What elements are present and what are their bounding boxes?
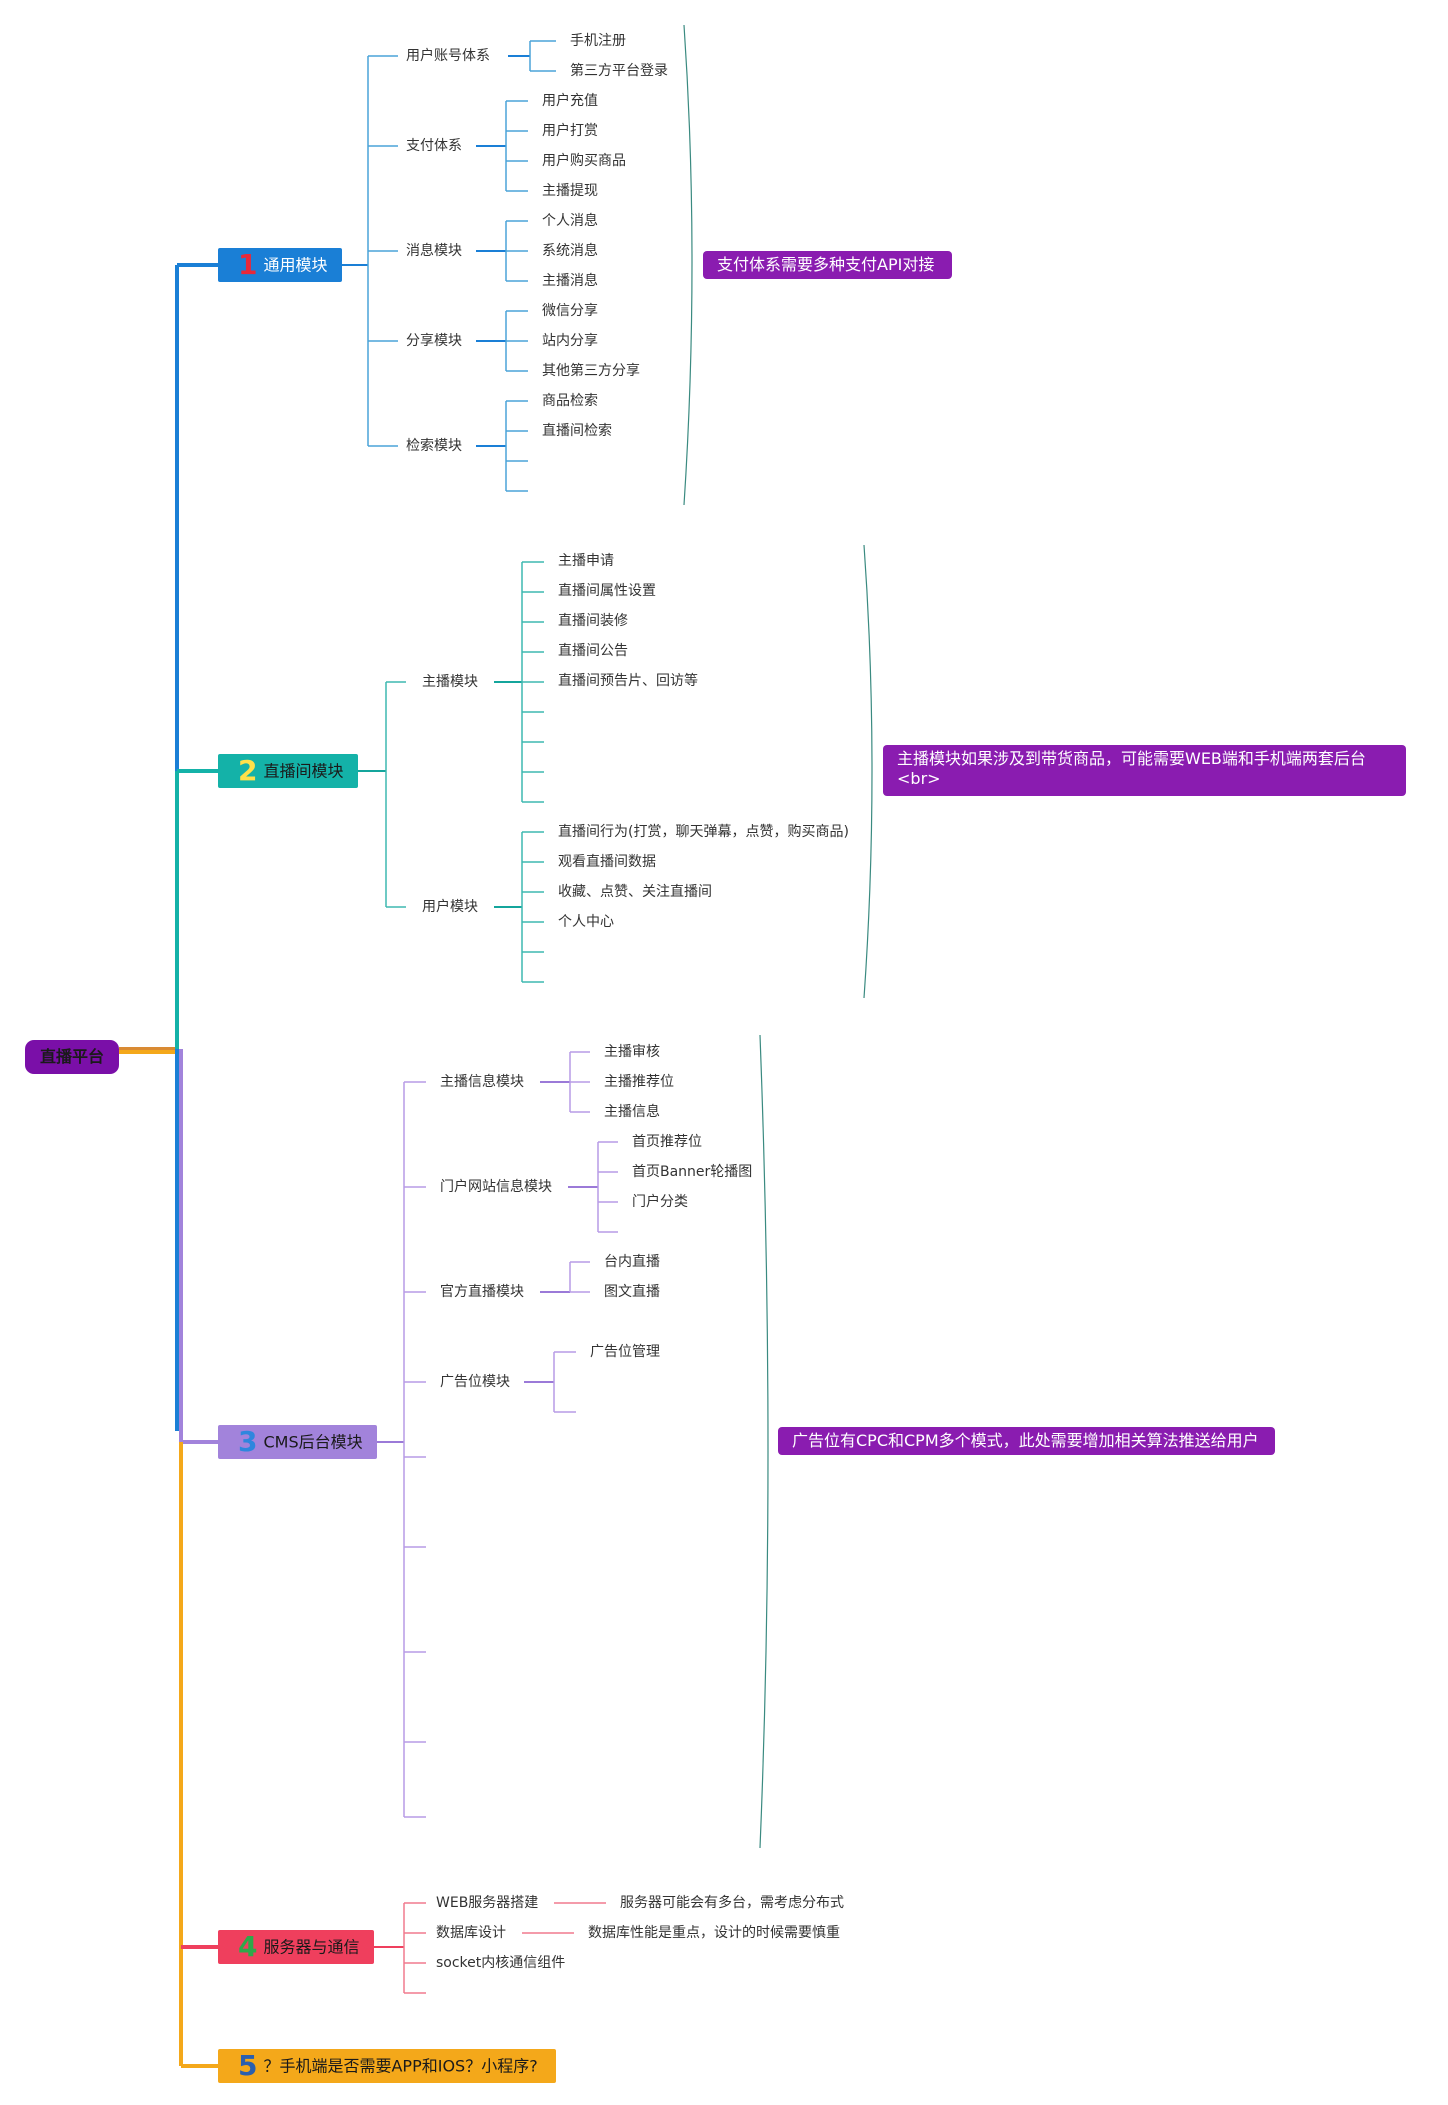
- connector-line-68: [863, 544, 873, 999]
- leaf-3-2-2[interactable]: 首页Banner轮播图: [632, 1164, 753, 1180]
- leaf-2-2-4[interactable]: 个人中心: [558, 914, 614, 930]
- branch-4-label: 服务器与通信: [263, 1937, 360, 1957]
- leaf-1-2-2[interactable]: 用户打赏: [542, 123, 598, 139]
- leaf-1-3-3[interactable]: 主播消息: [542, 273, 598, 289]
- sub-2-1[interactable]: 主播模块: [422, 674, 478, 690]
- leaf-1-2-3[interactable]: 用户购买商品: [542, 153, 626, 169]
- branch-1-number: 1: [238, 247, 258, 281]
- sub-3-3[interactable]: 官方直播模块: [440, 1284, 524, 1300]
- leaf-3-1-1[interactable]: 主播审核: [604, 1044, 660, 1060]
- leaf-2-2-3[interactable]: 收藏、点赞、关注直播间: [558, 884, 712, 900]
- leaf-1-4-2[interactable]: 站内分享: [542, 333, 598, 349]
- sub-2-2[interactable]: 用户模块: [422, 899, 478, 915]
- leaf-2-1-3[interactable]: 直播间装修: [558, 613, 628, 629]
- leaf-2-1-5[interactable]: 直播间预告片、回访等: [558, 673, 698, 689]
- branch-1-label: 通用模块: [263, 255, 328, 275]
- branch-2-label: 直播间模块: [263, 761, 344, 781]
- sub-1-3[interactable]: 消息模块: [406, 243, 462, 259]
- leaf-3-1-2[interactable]: 主播推荐位: [604, 1074, 674, 1090]
- leaf-1-4-1[interactable]: 微信分享: [542, 303, 598, 319]
- leaf-2-2-1[interactable]: 直播间行为(打赏，聊天弹幕，点赞，购买商品): [558, 824, 849, 840]
- branch-3-number: 3: [238, 1424, 258, 1458]
- branch-5-label: ？手机端是否需要APP和IOS？小程序?: [263, 2056, 538, 2076]
- leaf-2-1-1[interactable]: 主播申请: [558, 553, 614, 569]
- leaf-1-4-3[interactable]: 其他第三方分享: [542, 363, 640, 379]
- leaf-1-1-2[interactable]: 第三方平台登录: [570, 63, 668, 79]
- leaf-2-2-2[interactable]: 观看直播间数据: [558, 854, 656, 870]
- leaf-3-3-2[interactable]: 图文直播: [604, 1284, 660, 1300]
- leaf-1-5-2[interactable]: 直播间检索: [542, 423, 612, 439]
- leaf-3-3-1[interactable]: 台内直播: [604, 1254, 660, 1270]
- leaf-1-1-1[interactable]: 手机注册: [570, 33, 626, 49]
- sub-4-1[interactable]: WEB服务器搭建: [436, 1895, 539, 1911]
- sub-4-2[interactable]: 数据库设计: [436, 1925, 506, 1941]
- connector-line-44: [683, 24, 693, 506]
- sub-1-2[interactable]: 支付体系: [406, 138, 462, 154]
- sub-1-1[interactable]: 用户账号体系: [406, 48, 490, 64]
- leaf-1-3-2[interactable]: 系统消息: [542, 243, 598, 259]
- branch-5[interactable]: 5？手机端是否需要APP和IOS？小程序?: [218, 2049, 556, 2083]
- root-label: 直播平台: [39, 1047, 104, 1066]
- sub-3-2[interactable]: 门户网站信息模块: [440, 1179, 552, 1195]
- branch-2-number: 2: [238, 753, 258, 787]
- leaf-3-4-1[interactable]: 广告位管理: [590, 1344, 660, 1360]
- leaf-1-5-1[interactable]: 商品检索: [542, 393, 598, 409]
- sub-3-1[interactable]: 主播信息模块: [440, 1074, 524, 1090]
- leaf-1-2-4[interactable]: 主播提现: [542, 183, 598, 199]
- sub-3-4[interactable]: 广告位模块: [440, 1374, 510, 1390]
- leaf-3-2-1[interactable]: 首页推荐位: [632, 1134, 702, 1150]
- branch-5-number: 5: [238, 2048, 258, 2082]
- note-3[interactable]: 广告位有CPC和CPM多个模式，此处需要增加相关算法推送给用户: [778, 1427, 1275, 1455]
- branch-4-number: 4: [238, 1929, 258, 1963]
- remark-4-2[interactable]: 数据库性能是重点，设计的时候需要慎重: [588, 1925, 840, 1941]
- leaf-2-1-4[interactable]: 直播间公告: [558, 643, 628, 659]
- note-2[interactable]: 主播模块如果涉及到带货商品，可能需要WEB端和手机端两套后台<br>: [883, 745, 1406, 796]
- leaf-1-2-1[interactable]: 用户充值: [542, 93, 598, 109]
- leaf-3-2-3[interactable]: 门户分类: [632, 1194, 688, 1210]
- leaf-1-3-1[interactable]: 个人消息: [542, 213, 598, 229]
- leaf-3-1-3[interactable]: 主播信息: [604, 1104, 660, 1120]
- leaf-2-1-2[interactable]: 直播间属性设置: [558, 583, 656, 599]
- note-1[interactable]: 支付体系需要多种支付API对接: [703, 251, 952, 279]
- root-node[interactable]: 直播平台: [25, 1040, 119, 1074]
- connector-line-99: [759, 1034, 769, 1849]
- sub-1-5[interactable]: 检索模块: [406, 438, 462, 454]
- sub-1-4[interactable]: 分享模块: [406, 333, 462, 349]
- branch-3-label: CMS后台模块: [263, 1432, 363, 1452]
- remark-4-1[interactable]: 服务器可能会有多台，需考虑分布式: [620, 1895, 844, 1911]
- sub-4-3[interactable]: socket内核通信组件: [436, 1955, 566, 1971]
